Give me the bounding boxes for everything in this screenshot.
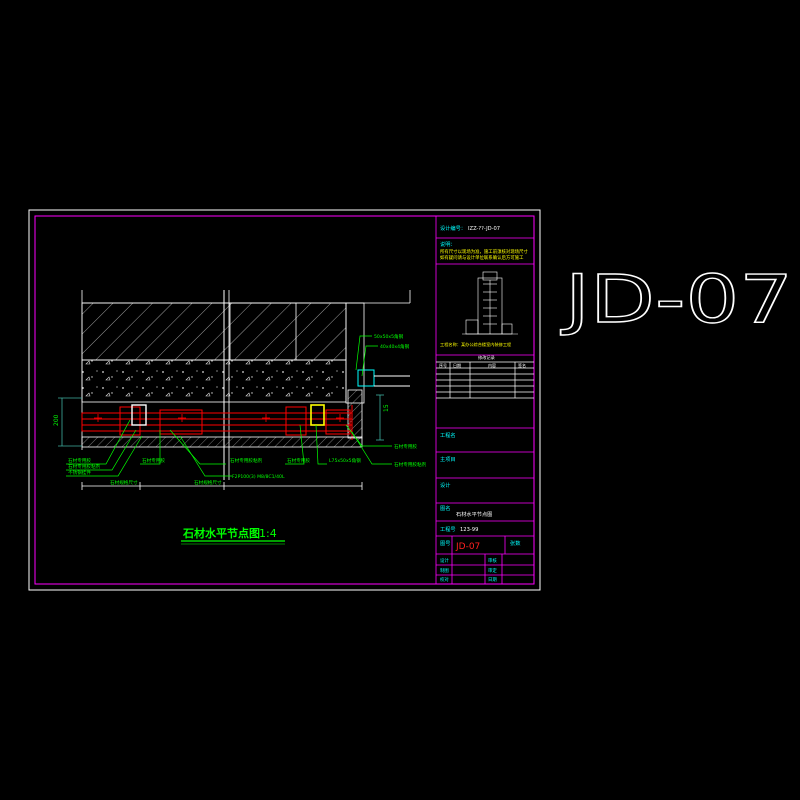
annotation-left-3: 不锈钢挂件 xyxy=(68,469,91,476)
annotation-mid-code: F2P100(3) M8/8C1/40L xyxy=(232,474,285,480)
sheet-no-value: JD-07 xyxy=(455,542,480,552)
revision-header-1: 日期 xyxy=(453,362,461,368)
revision-table-title: 修改记录 xyxy=(478,354,495,361)
design-label: 设计 xyxy=(440,481,450,489)
revision-header-2: 内容 xyxy=(488,362,496,368)
owner-label: 主项目 xyxy=(440,455,456,463)
annotation-left-1: 石材专用胶 xyxy=(68,457,91,464)
sign-row-1-left: 制图 xyxy=(440,567,449,574)
drawing-name: 石材水平节点图 xyxy=(456,510,492,518)
sign-row-2-left: 校对 xyxy=(440,576,449,583)
sheet-code-large: JD-07 xyxy=(560,261,793,338)
note-line-2: 如有疑问请与设计单位联系确认后方可施工 xyxy=(440,254,524,261)
project-no-label: 工程号 xyxy=(440,525,456,533)
annotation-left-dim: 石材规格尺寸 xyxy=(110,479,138,486)
stone-panels xyxy=(81,405,353,440)
client-label: 工程名 xyxy=(440,431,456,439)
dim-vertical-label: 200 xyxy=(53,414,60,426)
concrete-layer xyxy=(81,359,347,403)
angle-steel-box xyxy=(357,369,375,387)
annotation-mid-1: 石材专用胶 xyxy=(142,457,165,464)
section-detail: 200 15 xyxy=(53,290,427,490)
building-caption: 工程名称：某办公综合楼室内装修工程 xyxy=(440,341,512,348)
sign-row-0-left: 设计 xyxy=(440,557,449,564)
annotation-right-3: 石材专用胶 xyxy=(394,443,417,450)
annotation-top-2: 40x40x4角钢 xyxy=(380,343,410,350)
revision-header-0: 序号 xyxy=(439,362,447,368)
drawing-name-label: 图名 xyxy=(440,504,450,512)
sign-row-2-right: 日期 xyxy=(488,577,497,583)
annotation-right-4: 石材专用胶粘剂 xyxy=(394,461,427,468)
wall-hatch-upper xyxy=(81,302,347,361)
sign-row-0-right: 审核 xyxy=(488,557,497,564)
project-number: IZZ-??-JD-07 xyxy=(468,226,500,232)
floor-slab xyxy=(81,436,363,448)
bracket-right xyxy=(310,404,325,426)
annotation-top-1: 50x50x5角钢 xyxy=(374,333,404,340)
project-no-value: 123-99 xyxy=(460,527,478,533)
sign-row-1-right: 审定 xyxy=(488,567,497,574)
sheet-outer-frame xyxy=(28,209,541,591)
annotation-mid-2: 石材专用胶粘剂 xyxy=(230,457,263,464)
note-line-1: 所有尺寸以现场为准，施工前须核对现场尺寸 xyxy=(440,248,528,255)
building-elevation-sketch xyxy=(462,271,518,335)
project-number-label: 设计编号： xyxy=(440,224,466,232)
drawing-title: 石材水平节点图 xyxy=(182,526,260,540)
annotation-mid-dim: 石材规格尺寸 xyxy=(194,479,222,486)
sheet-count-label: 张数 xyxy=(510,539,521,547)
revision-header-3: 签名 xyxy=(518,362,526,368)
sheet-no-label: 图号 xyxy=(440,540,450,547)
drawing-scale: 1:4 xyxy=(259,527,277,540)
annotation-right-2: L75x50x5角钢 xyxy=(329,457,361,464)
notes-label: 说明： xyxy=(440,240,456,248)
drawing-title-group: 石材水平节点图 1:4 xyxy=(181,526,285,545)
revision-table xyxy=(436,361,534,399)
drawing-border xyxy=(34,215,535,585)
dim-right-label: 15 xyxy=(383,404,390,412)
annotation-left-2: 石材专用胶粘剂 xyxy=(68,463,101,470)
annotation-right-1: 石材专用胶 xyxy=(287,457,310,464)
bracket-left xyxy=(131,404,147,426)
title-block xyxy=(435,216,534,584)
